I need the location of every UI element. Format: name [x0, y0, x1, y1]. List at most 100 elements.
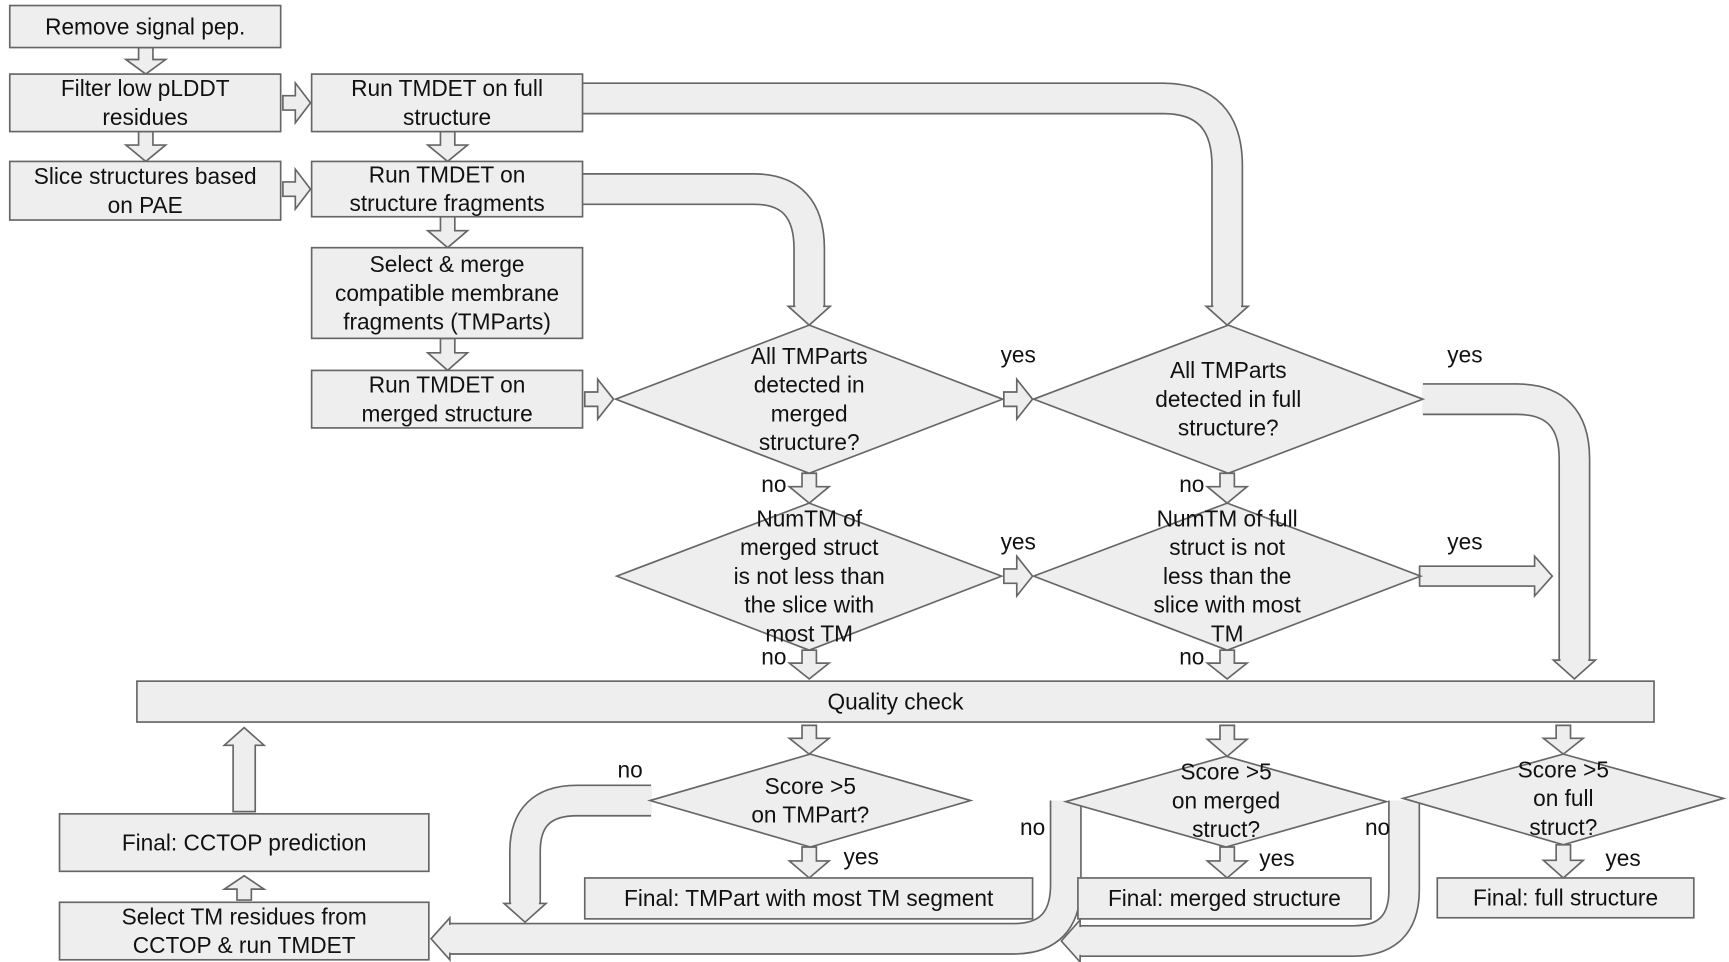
- right-arrow-icon: [1418, 554, 1554, 599]
- score-full-decision-line: struct?: [1529, 814, 1597, 840]
- curved-arrow-fragments-to-decision-head: [786, 305, 833, 327]
- final-tmpart-box-line: Final: TMPart with most TM segment: [624, 885, 994, 911]
- score-merged-decision-line: Score >5: [1180, 759, 1271, 785]
- numtm-merged-decision: [614, 502, 1004, 652]
- right-arrow-icon: [282, 166, 312, 212]
- all-full-decision-line: All TMParts: [1170, 357, 1287, 383]
- numtm-full-decision-line: less than the: [1163, 563, 1291, 589]
- numtm-full-decision-line: NumTM of full: [1157, 505, 1298, 531]
- no-label: no: [761, 471, 786, 497]
- curved-arrow-yes-to-quality-outline: [1422, 383, 1591, 662]
- final-full-box: [1436, 877, 1695, 919]
- curved-arrow-fragments-to-decision: [582, 174, 824, 308]
- all-full-decision-line: structure?: [1178, 415, 1279, 441]
- select-tm-cctop-box: [58, 901, 430, 961]
- down-arrow-icon: [123, 130, 168, 163]
- numtm-full-decision-line: slice with most: [1154, 592, 1302, 618]
- curved-arrow-full-to-decision-head: [1204, 305, 1251, 327]
- numtm-merged-decision-line: NumTM of: [756, 505, 862, 531]
- final-full-box-line: Final: full structure: [1473, 885, 1658, 911]
- numtm-merged-decision-line: is not less than: [734, 563, 885, 589]
- select-merge-box-line: compatible membrane: [335, 280, 559, 306]
- score-full-decision-line: Score >5: [1518, 756, 1609, 782]
- score-full-decision-line: on full: [1533, 785, 1593, 811]
- right-arrow-icon: [1002, 553, 1034, 599]
- score-tmpart-decision-line: on TMPart?: [751, 802, 869, 828]
- filter-plddt-box: [8, 73, 282, 133]
- down-arrow-icon: [1204, 472, 1250, 505]
- down-arrow-icon: [425, 130, 470, 163]
- tmdet-fragments-box-line: structure fragments: [349, 190, 544, 216]
- no-label: no: [761, 644, 786, 670]
- tmdet-full-box: [310, 73, 584, 133]
- up-arrow-icon: [221, 874, 267, 901]
- all-merged-decision-line: detected in: [754, 372, 865, 398]
- numtm-merged-decision-line: most TM: [765, 620, 853, 646]
- all-merged-decision-line: All TMParts: [751, 343, 868, 369]
- final-merged-box: [1077, 877, 1372, 920]
- score-merged-decision: [1062, 755, 1390, 848]
- curved-arrow-no-merged: [449, 800, 1081, 954]
- curved-arrow-no-merged-head: [429, 915, 451, 962]
- final-merged-box-line: Final: merged structure: [1108, 885, 1341, 911]
- select-merge-box: [310, 246, 584, 340]
- no-label: no: [617, 756, 642, 782]
- numtm-merged-decision-line: the slice with: [744, 592, 874, 618]
- final-cctop-box: [58, 813, 430, 873]
- remove-signal-box: [8, 4, 282, 49]
- tmdet-fragments-box-line: Run TMDET on: [369, 161, 526, 187]
- up-arrow-icon: [222, 726, 267, 813]
- arrows-layer: [123, 46, 1598, 962]
- yes-label: yes: [1447, 342, 1482, 368]
- down-arrow-icon: [123, 46, 169, 76]
- no-label: no: [1020, 814, 1045, 840]
- select-tm-cctop-box-line: CCTOP & run TMDET: [133, 932, 356, 958]
- down-arrow-icon: [787, 846, 832, 880]
- yes-label: yes: [844, 844, 879, 870]
- right-arrow-icon: [282, 80, 312, 126]
- quality-check-box: [136, 680, 1655, 723]
- slice-pae-box-line: Slice structures based: [34, 163, 257, 189]
- score-full-decision: [1399, 753, 1727, 846]
- down-arrow-icon: [1205, 724, 1250, 758]
- no-label: no: [1179, 644, 1204, 670]
- numtm-merged-decision-line: merged struct: [740, 534, 879, 560]
- select-merge-box-line: fragments (TMParts): [343, 309, 551, 335]
- yes-label: yes: [1259, 845, 1294, 871]
- down-arrow-icon: [425, 337, 470, 372]
- final-cctop-box-line: Final: CCTOP prediction: [122, 829, 367, 855]
- yes-label: yes: [1001, 529, 1036, 555]
- tmdet-merged-box-line: merged structure: [361, 400, 532, 426]
- yes-label: yes: [1001, 342, 1036, 368]
- quality-check-box-line: Quality check: [827, 688, 964, 714]
- all-full-decision-line: detected in full: [1155, 386, 1301, 412]
- labels-layer: Remove signal pep. Filter low pLDDT residu…: [34, 13, 1658, 958]
- filter-plddt-box-line: Filter low pLDDT: [61, 75, 230, 101]
- final-tmpart-box: [583, 877, 1034, 920]
- remove-signal-box-line: Remove signal pep.: [45, 13, 245, 39]
- slice-pae-box-line: on PAE: [108, 192, 183, 218]
- no-label: no: [1365, 814, 1390, 840]
- curved-arrow-no-tmpart-head: [501, 902, 549, 924]
- score-tmpart-decision: [647, 753, 974, 848]
- numtm-full-decision-line: TM: [1211, 620, 1244, 646]
- filter-plddt-box-line: residues: [102, 104, 188, 130]
- right-arrow-icon: [583, 376, 615, 422]
- right-arrow-icon: [1002, 376, 1034, 422]
- tmdet-full-box-line: structure: [403, 104, 491, 130]
- tmdet-merged-box-line: Run TMDET on: [369, 372, 526, 398]
- yes-label: yes: [1447, 529, 1482, 555]
- down-arrow-icon: [1204, 649, 1250, 680]
- down-arrow-icon: [1205, 846, 1250, 880]
- curved-arrow-no-tmpart: [510, 786, 652, 904]
- down-arrow-icon: [787, 472, 832, 505]
- slice-pae-box: [8, 160, 282, 221]
- no-label: no: [1179, 471, 1204, 497]
- select-merge-box-line: Select & merge: [370, 251, 525, 277]
- select-tm-cctop-box-line: Select TM residues from: [122, 903, 367, 929]
- down-arrow-icon: [1541, 843, 1586, 880]
- tmdet-fragments-box: [310, 160, 584, 218]
- score-merged-decision-line: struct?: [1192, 816, 1260, 842]
- score-merged-decision-line: on merged: [1172, 787, 1280, 813]
